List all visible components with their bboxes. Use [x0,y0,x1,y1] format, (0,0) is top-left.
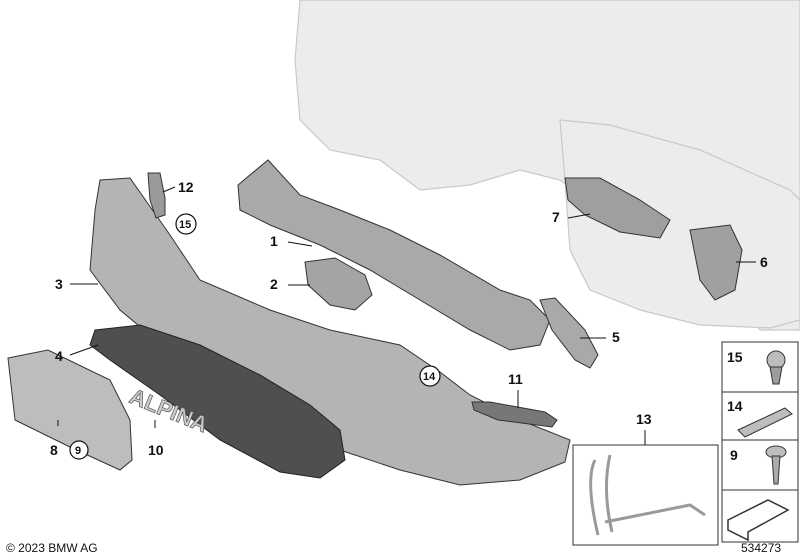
ghost-vehicle-front [294,0,800,331]
part-5-side-bracket [539,297,599,369]
callout-13: 13 [636,411,652,427]
part-1-grille-carrier [237,159,551,351]
image-number: 534273 [741,541,781,555]
callout-3: 3 [55,276,63,292]
leader-lines [57,186,756,445]
clip-icon [766,350,786,385]
part-7-bracket [564,177,671,239]
circled-refs: 15 14 9 [69,213,441,460]
callout-1: 1 [270,233,278,249]
panel-label-9: 9 [730,447,738,463]
copyright: © 2023 BMW AG [6,541,98,555]
callout-6: 6 [760,254,768,270]
part-2-bracket [304,257,373,311]
panel-label-15: 15 [727,349,743,365]
ref-circle-15: 15 [179,219,191,231]
direction-arrow-icon [727,499,790,542]
panel-label-14: 14 [727,398,743,414]
callouts: 1 2 3 4 5 6 7 8 10 11 12 13 15 14 9 [50,179,768,463]
callout-7: 7 [552,209,560,225]
callout-10: 10 [148,442,164,458]
part-6-side-trim [689,224,743,301]
callout-5: 5 [612,329,620,345]
part-13-trim-set [572,444,719,546]
ref-circle-9: 9 [75,445,81,457]
ref-circle-14: 14 [423,371,436,383]
callout-2: 2 [270,276,278,292]
callout-8: 8 [50,442,58,458]
part-11-strip [471,401,558,428]
part-12-clip [147,172,166,219]
part-4-lower-spoiler [89,324,346,479]
part-8-plate-holder [7,349,133,471]
screw-icon [765,445,787,485]
callout-4: 4 [55,348,63,364]
side-panel [721,341,799,543]
rail-icon [737,407,793,438]
callout-12: 12 [178,179,194,195]
callout-11: 11 [508,371,523,387]
